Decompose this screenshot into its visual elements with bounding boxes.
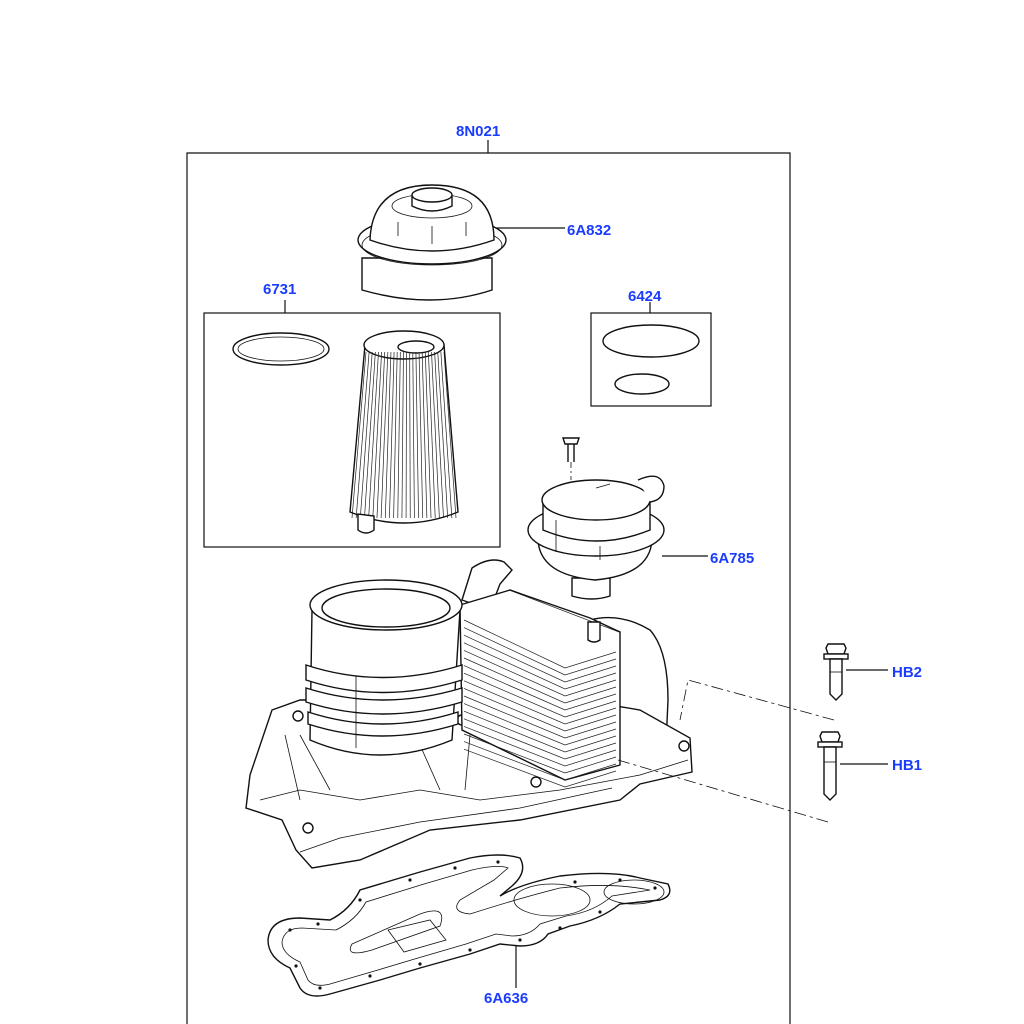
label-hb1[interactable]: HB1 bbox=[892, 757, 922, 774]
cooler-fins bbox=[463, 619, 617, 788]
label-8n021[interactable]: 8N021 bbox=[456, 123, 500, 140]
gasket-part[interactable] bbox=[267, 854, 671, 997]
bolt-center-lines bbox=[617, 679, 835, 823]
bolt-hb2-part[interactable] bbox=[823, 643, 849, 701]
assembly-frame bbox=[186, 140, 791, 1024]
bolt-hb1-part[interactable] bbox=[817, 731, 843, 801]
label-6a636[interactable]: 6A636 bbox=[484, 990, 528, 1007]
filter-pleats bbox=[351, 351, 457, 519]
part-labels: 8N021 6A832 6731 6424 6A785 HB2 HB1 6A63… bbox=[263, 123, 922, 1007]
label-6a832[interactable]: 6A832 bbox=[567, 222, 611, 239]
label-6a785[interactable]: 6A785 bbox=[710, 550, 754, 567]
oil-cooler-housing bbox=[245, 559, 693, 869]
label-6731[interactable]: 6731 bbox=[263, 281, 296, 298]
label-6424[interactable]: 6424 bbox=[628, 288, 662, 305]
o-ring-kit-part[interactable] bbox=[590, 302, 712, 407]
label-hb2[interactable]: HB2 bbox=[892, 664, 922, 681]
valve-housing-part[interactable] bbox=[527, 437, 665, 600]
filter-cap-part[interactable] bbox=[357, 184, 507, 301]
filter-kit-part[interactable] bbox=[203, 300, 501, 548]
